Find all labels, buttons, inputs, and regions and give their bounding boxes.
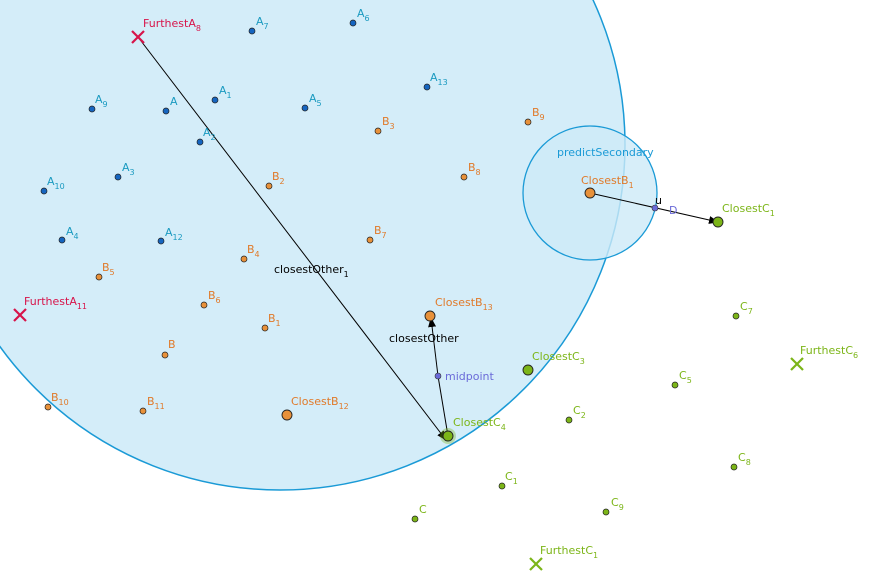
point-closestb12-marker[interactable] [281, 409, 293, 421]
point-closestb1-marker[interactable] [584, 187, 596, 199]
point-a7-marker[interactable] [248, 27, 256, 35]
point-b-label: B [168, 338, 176, 351]
point-c1-label: C1 [505, 470, 518, 486]
d-label: D [669, 204, 677, 217]
midpoint-segment[interactable] [437, 375, 449, 437]
point-b2-label: B2 [272, 170, 285, 186]
point-c8-label: C8 [738, 451, 751, 467]
point-a-marker[interactable] [162, 107, 170, 115]
point-a2-marker[interactable] [196, 138, 204, 146]
point-closestb12-label: ClosestB12 [291, 395, 349, 411]
point-c5-label: C5 [679, 369, 692, 385]
point-b10-label: B10 [51, 391, 69, 407]
point-b1-marker[interactable] [261, 324, 269, 332]
point-furthesta11-marker[interactable] [13, 308, 27, 322]
point-b1-label: B1 [268, 312, 281, 328]
point-b6-label: B6 [208, 289, 221, 305]
points-layer: AA1A2A3A4A5A6A7A9A10A12A13BB1B2B3B4B5B6B… [13, 7, 858, 571]
point-b9-label: B9 [532, 106, 545, 122]
point-b3-marker[interactable] [374, 127, 382, 135]
point-closestc3-marker[interactable] [522, 364, 534, 376]
point-a1-marker[interactable] [211, 96, 219, 104]
point-a5-marker[interactable] [301, 104, 309, 112]
point-b11-label: B11 [147, 395, 165, 411]
point-a7-label: A7 [256, 15, 269, 31]
point-furthesta11-label: FurthestA11 [24, 295, 87, 311]
point-closestb1-label: ClosestB1 [581, 174, 634, 190]
point-a6-label: A6 [357, 7, 370, 23]
point-furthesta8-label: FurthestA8 [143, 17, 201, 33]
predict-secondary-label: predictSecondary [557, 146, 654, 159]
big-circle[interactable] [0, 0, 626, 491]
point-b11-marker[interactable] [139, 407, 147, 415]
point-a12-marker[interactable] [157, 237, 165, 245]
point-a4-marker[interactable] [58, 236, 66, 244]
point-b8-marker[interactable] [460, 173, 468, 181]
point-b6-marker[interactable] [200, 301, 208, 309]
point-closestc3-label: ClosestC3 [532, 350, 585, 366]
point-b3-label: B3 [382, 115, 395, 131]
point-furthestc6-label: FurthestC6 [800, 344, 858, 360]
point-b4-label: B4 [247, 243, 260, 259]
closest-other-1-vector[interactable] [137, 36, 447, 441]
midpoint-label: midpoint [445, 370, 494, 383]
closest-other-label: closestOther [389, 332, 459, 345]
point-b9-marker[interactable] [524, 118, 532, 126]
midpoint-point[interactable] [434, 372, 442, 380]
point-b5-label: B5 [102, 261, 115, 277]
closest-other-vector[interactable] [428, 317, 439, 377]
point-b7-marker[interactable] [366, 236, 374, 244]
point-a6-marker[interactable] [349, 19, 357, 27]
point-c2-label: C2 [573, 404, 586, 420]
point-c-label: C [419, 503, 427, 516]
point-closestc4-label: ClosestC4 [453, 416, 506, 432]
point-a9-label: A9 [95, 93, 108, 109]
d-point[interactable] [651, 204, 659, 212]
point-c8-marker[interactable] [730, 463, 738, 471]
point-c9-label: C9 [611, 496, 624, 512]
point-a-label: A [170, 95, 178, 108]
point-b2-marker[interactable] [265, 182, 273, 190]
point-furthestc1-marker[interactable] [529, 557, 543, 571]
point-a4-label: A4 [66, 225, 79, 241]
point-a13-label: A13 [430, 71, 448, 87]
point-b7-label: B7 [374, 224, 387, 240]
point-b8-label: B8 [468, 161, 481, 177]
u-label: u [655, 194, 662, 207]
point-furthestc1-label: FurthestC1 [540, 544, 598, 560]
point-furthesta8-marker[interactable] [131, 30, 145, 44]
point-closestb13-marker[interactable] [424, 310, 436, 322]
closest-other-1-label: closestOther1 [274, 263, 349, 279]
point-b5-marker[interactable] [95, 273, 103, 281]
point-b10-marker[interactable] [44, 403, 52, 411]
point-c1-marker[interactable] [498, 482, 506, 490]
point-c9-marker[interactable] [602, 508, 610, 516]
point-b-marker[interactable] [161, 351, 169, 359]
point-closestc4-marker[interactable] [442, 430, 454, 442]
point-a12-label: A12 [165, 226, 183, 242]
point-c-marker[interactable] [411, 515, 419, 523]
point-c2-marker[interactable] [565, 416, 573, 424]
point-c7-marker[interactable] [732, 312, 740, 320]
point-a5-label: A5 [309, 92, 322, 108]
point-closestb13-label: ClosestB13 [435, 296, 493, 312]
point-furthestc6-marker[interactable] [790, 357, 804, 371]
point-b4-marker[interactable] [240, 255, 248, 263]
point-a1-label: A1 [219, 84, 232, 100]
point-a2-label: A2 [203, 126, 216, 142]
point-c7-label: C7 [740, 300, 753, 316]
point-a3-marker[interactable] [114, 173, 122, 181]
point-a13-marker[interactable] [423, 83, 431, 91]
point-a10-label: A10 [47, 175, 65, 191]
point-a9-marker[interactable] [88, 105, 96, 113]
point-closestc1-label: ClosestC1 [722, 202, 775, 218]
point-a3-label: A3 [122, 161, 135, 177]
point-closestc1-marker[interactable] [712, 216, 724, 228]
point-c5-marker[interactable] [671, 381, 679, 389]
point-a10-marker[interactable] [40, 187, 48, 195]
